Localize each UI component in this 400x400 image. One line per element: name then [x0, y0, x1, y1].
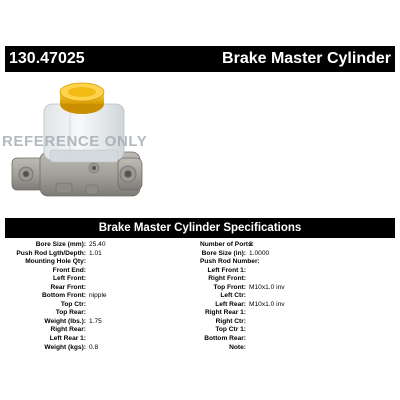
spec-row: Bore Size (mm):25.40	[5, 241, 200, 250]
spec-label: Left Ctr:	[220, 292, 246, 300]
spec-value	[246, 335, 249, 344]
spec-label: Top Front:	[213, 283, 246, 291]
spec-value	[86, 309, 89, 318]
spec-row: Push Rod Number:	[200, 258, 395, 267]
specs-left-column: Bore Size (mm):25.40 Push Rod Lgth/Depth…	[5, 241, 200, 352]
spec-value	[246, 326, 249, 335]
spec-row: Number of Ports:3	[200, 241, 395, 250]
spec-label: Left Rear 1:	[49, 335, 86, 343]
spec-row: Top Front:M10x1.0 inv	[200, 284, 395, 293]
spec-value	[246, 275, 249, 284]
spec-value: 0.8	[89, 343, 99, 351]
spec-value: M10x1.0 inv	[249, 300, 285, 308]
spec-value: 1.0000	[249, 249, 270, 257]
spec-label: Note:	[229, 343, 246, 351]
specs-right-column: Number of Ports:3 Bore Size (in):1.0000 …	[200, 241, 395, 352]
spec-row: Bottom Front:nipple	[5, 292, 200, 301]
spec-label: Left Front:	[53, 275, 86, 283]
spec-value: 3	[249, 241, 253, 248]
spec-row: Left Rear:M10x1.0 inv	[200, 301, 395, 310]
spec-row: Weight (lbs.):1.75	[5, 318, 200, 327]
specifications-header: Brake Master Cylinder Specifications	[5, 218, 395, 238]
spec-row: Weight (kgs):0.8	[5, 344, 200, 353]
spec-value	[86, 275, 89, 284]
spec-value	[86, 258, 89, 267]
spec-label: Front End:	[52, 266, 86, 274]
product-image: REFERENCE ONLY	[2, 82, 147, 197]
spec-value	[86, 301, 89, 310]
spec-value: M10x1.0 inv	[249, 283, 285, 291]
spec-row: Mounting Hole Qty:	[5, 258, 200, 267]
spec-row: Left Front:	[5, 275, 200, 284]
spec-value	[246, 318, 249, 327]
spec-label: Weight (kgs):	[44, 343, 86, 351]
spec-row: Top Rear:	[5, 309, 200, 318]
spec-label: Right Rear 1:	[204, 309, 246, 317]
spec-value: nipple	[89, 292, 107, 300]
spec-value: 1.75	[89, 317, 102, 325]
spec-value	[246, 309, 249, 318]
spec-label: Number of Ports:	[200, 241, 254, 248]
spec-label: Rear Front:	[50, 283, 86, 291]
spec-label: Bottom Rear:	[204, 335, 246, 343]
spec-label: Top Rear:	[55, 309, 86, 317]
spec-label: Mounting Hole Qty:	[25, 258, 86, 266]
spec-value: 1.01	[89, 249, 102, 257]
spec-row: Front End:	[5, 267, 200, 276]
spec-label: Push Rod Lgth/Depth:	[16, 249, 86, 257]
spec-row: Bore Size (in):1.0000	[200, 250, 395, 259]
spec-label: Top Ctr:	[60, 300, 86, 308]
spec-value: 25.40	[89, 241, 106, 248]
spec-row: Note:	[200, 344, 395, 353]
spec-label: Right Ctr:	[215, 317, 246, 325]
specifications-title: Brake Master Cylinder Specifications	[98, 222, 302, 234]
spec-row: Left Rear 1:	[5, 335, 200, 344]
spec-row: Right Front:	[200, 275, 395, 284]
spec-row: Right Rear 1:	[200, 309, 395, 318]
spec-value	[246, 267, 249, 276]
part-number: 130.47025	[9, 50, 85, 67]
spec-row: Push Rod Lgth/Depth:1.01	[5, 250, 200, 259]
spec-row: Top Ctr 1:	[200, 326, 395, 335]
spec-label: Right Rear:	[50, 326, 86, 334]
reservoir-cap	[59, 82, 105, 114]
spec-label: Left Rear:	[215, 300, 246, 308]
part-title: Brake Master Cylinder	[222, 50, 391, 67]
spec-value	[246, 292, 249, 301]
spec-label: Right Front:	[208, 275, 246, 283]
spec-label: Bottom Front:	[42, 292, 86, 300]
spec-value	[246, 258, 249, 267]
spec-value	[86, 326, 89, 335]
spec-row: Left Front 1:	[200, 267, 395, 276]
spec-label: Left Front 1:	[207, 266, 246, 274]
reference-watermark: REFERENCE ONLY	[2, 133, 147, 150]
spec-value	[246, 344, 249, 353]
header-bar: 130.47025 Brake Master Cylinder	[5, 46, 395, 72]
spec-label: Bore Size (in):	[201, 249, 246, 257]
fluid-reservoir	[43, 103, 125, 163]
spec-row: Right Ctr:	[200, 318, 395, 327]
spec-label: Weight (lbs.):	[44, 317, 86, 325]
spec-label: Top Ctr 1:	[215, 326, 246, 334]
spec-row: Left Ctr:	[200, 292, 395, 301]
cylinder-body	[11, 151, 143, 197]
spec-row: Right Rear:	[5, 326, 200, 335]
spec-row: Top Ctr:	[5, 301, 200, 310]
spec-row: Bottom Rear:	[200, 335, 395, 344]
spec-value	[86, 335, 89, 344]
spec-label: Bore Size (mm):	[35, 241, 86, 248]
spec-value	[86, 284, 89, 293]
spec-label: Push Rod Number:	[200, 258, 260, 266]
spec-value	[86, 267, 89, 276]
spec-row: Rear Front:	[5, 284, 200, 293]
